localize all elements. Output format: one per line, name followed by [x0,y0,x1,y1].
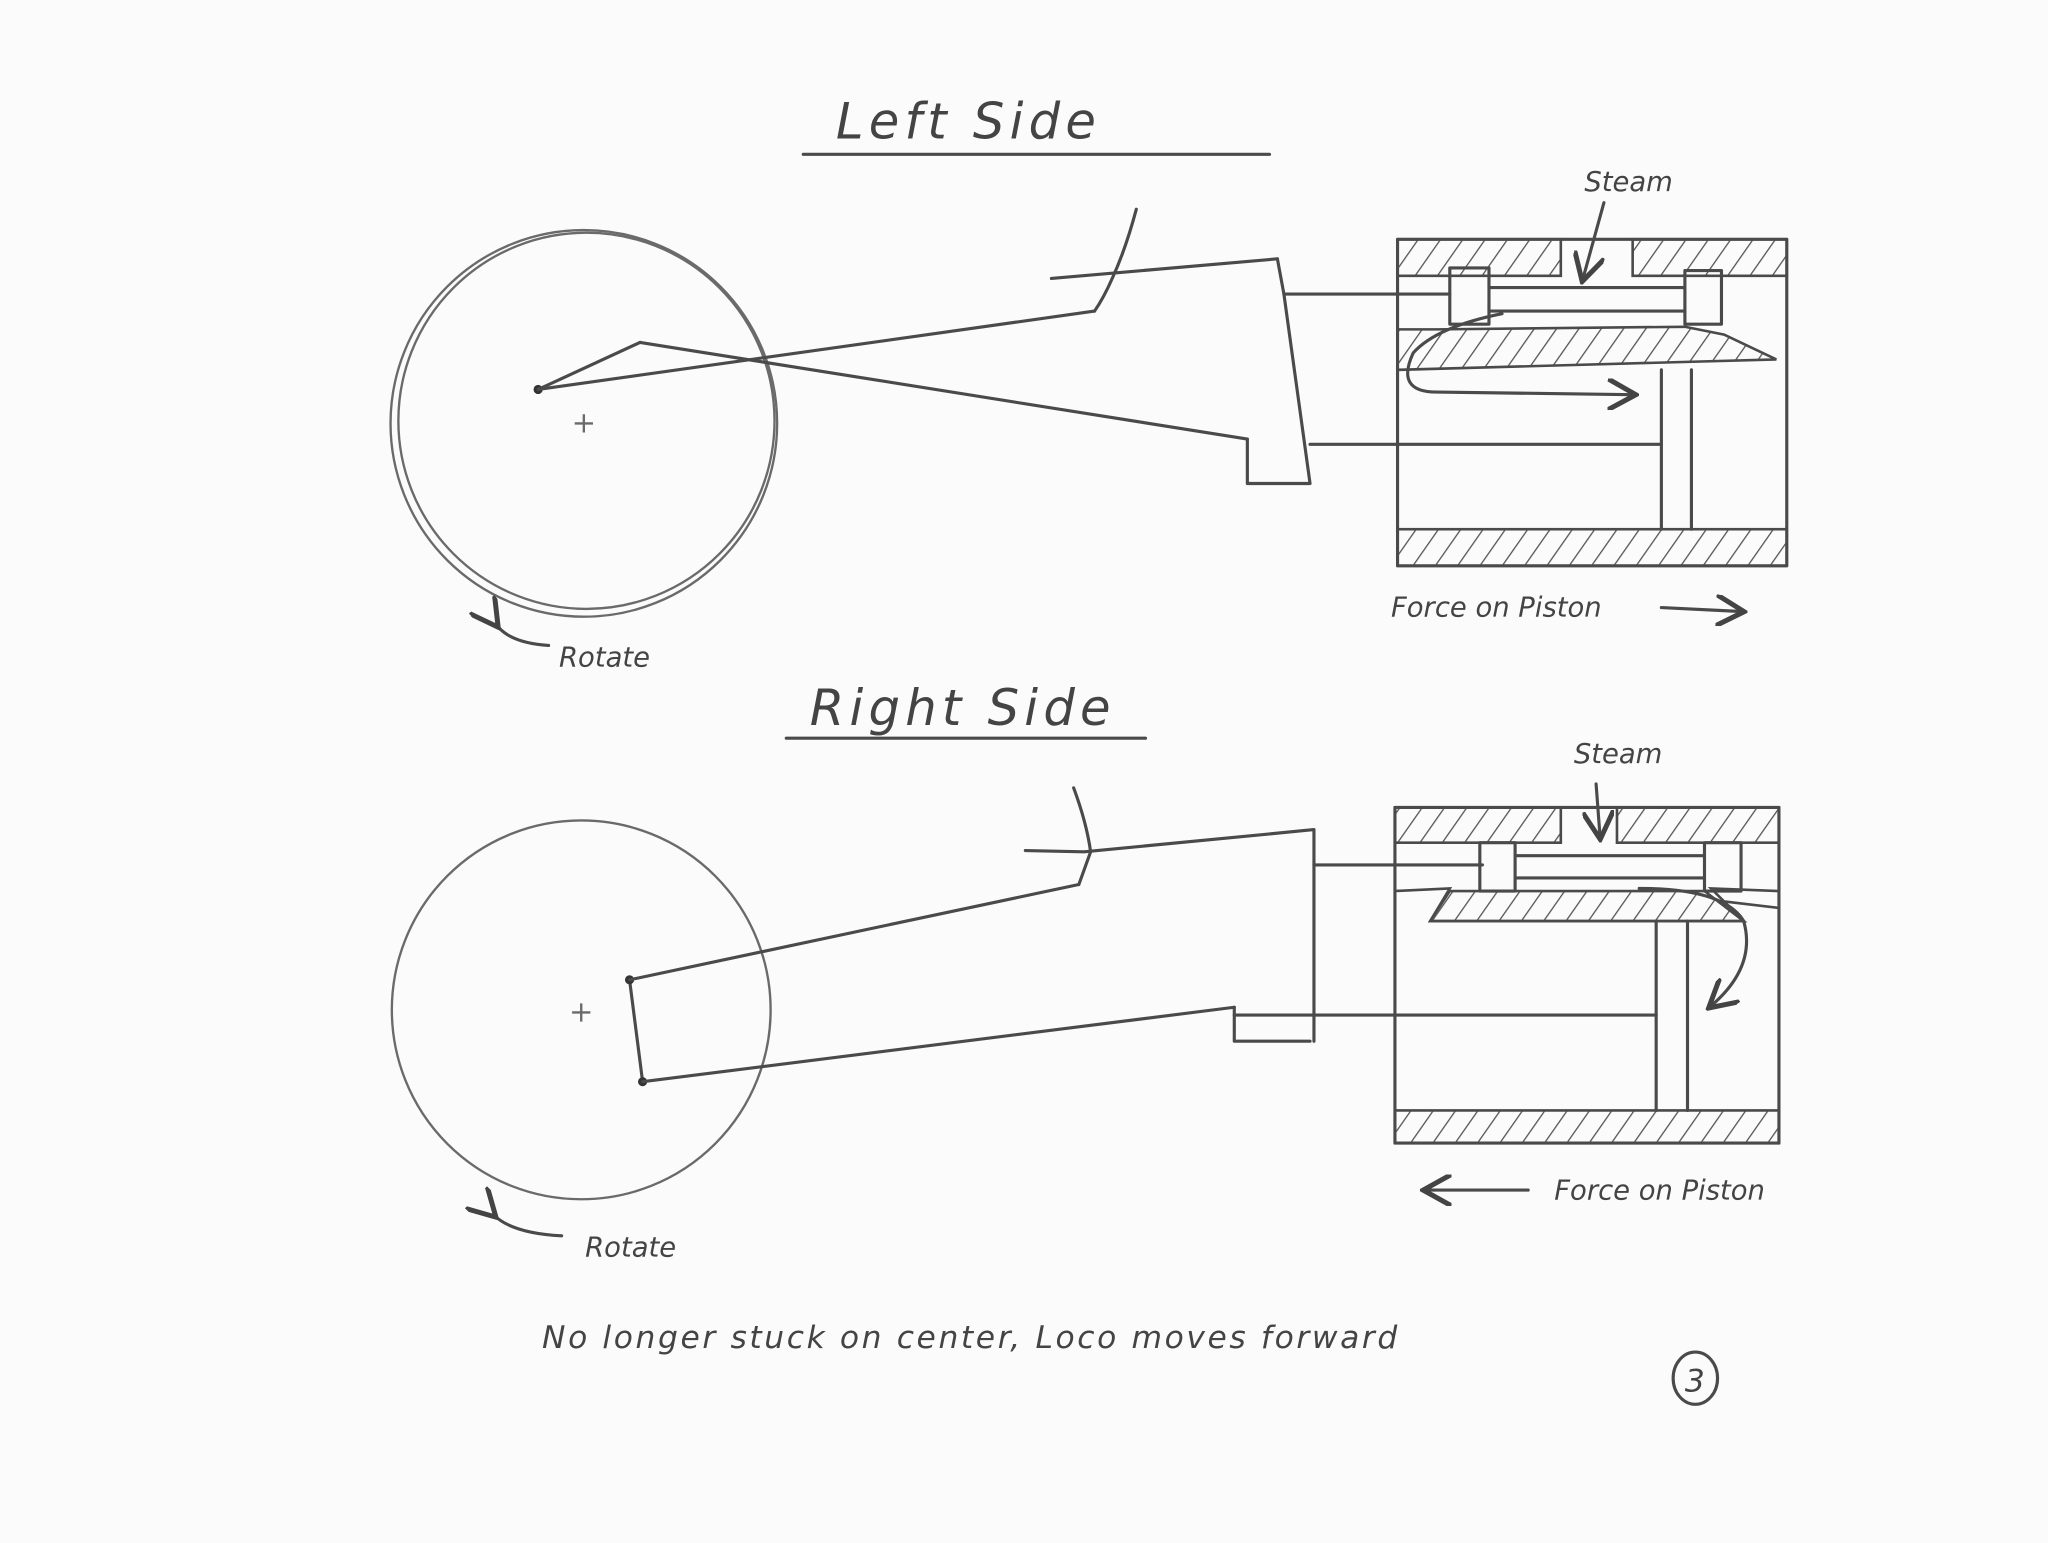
right-rotate-label: Rotate [585,1233,676,1264]
right-rotate-arrow [494,1215,564,1238]
left-steam-arrow [1583,201,1606,279]
left-side-diagram: Left Side Steam [389,93,1789,673]
right-wheel [390,819,772,1201]
left-steam-flow-arrow [1406,312,1633,395]
left-wheel-center-mark [574,414,593,433]
right-steam-flow-arrow [1637,886,1749,1006]
right-side-diagram: Right Side [390,679,1781,1264]
right-steam-arrow [1596,782,1600,836]
right-force-label: Force on Piston [1554,1175,1765,1206]
footer-note: No longer stuck on center, Loco moves fo… [542,1320,1400,1356]
left-steam-label: Steam [1584,167,1673,198]
right-side-title: Right Side [810,679,1116,737]
page-number: 3 [1685,1363,1705,1399]
left-rotate-label: Rotate [559,642,650,673]
page-number-badge: 3 [1671,1350,1720,1406]
left-rotate-arrow [496,625,551,648]
left-wheel [389,228,779,618]
right-cylinder [1393,782,1781,1145]
left-cylinder [1395,201,1789,568]
right-valve-gear [624,786,1658,1087]
left-wheel-inner [397,231,776,611]
left-force-arrow-right [1659,608,1741,612]
left-side-title: Left Side [836,93,1101,151]
left-force-label: Force on Piston [1391,593,1602,624]
right-wheel-center-mark [572,1003,591,1022]
right-steam-label: Steam [1574,739,1663,770]
left-valve-gear [536,207,1663,486]
